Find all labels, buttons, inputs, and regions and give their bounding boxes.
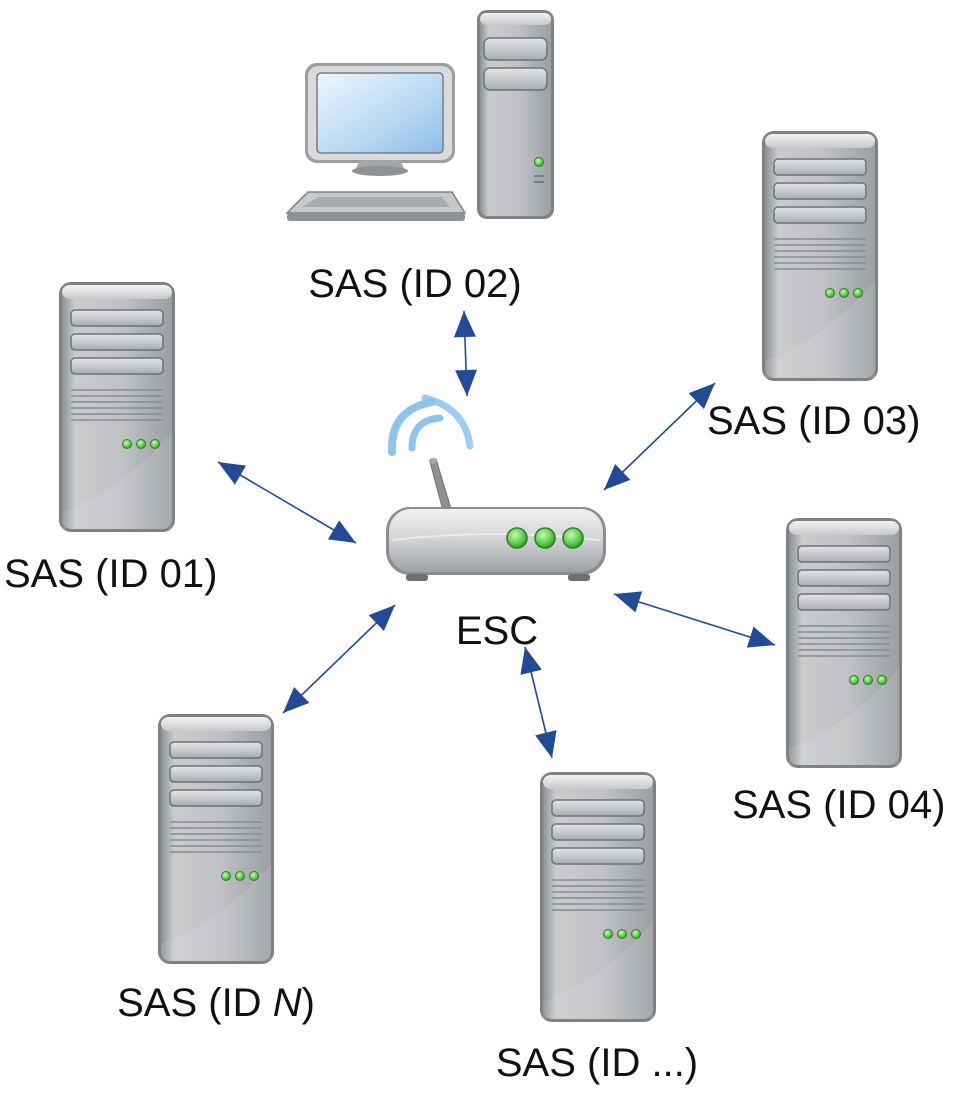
arrowhead bbox=[746, 626, 775, 648]
arrowhead bbox=[535, 730, 557, 758]
arrow-esc-sas-01 bbox=[217, 461, 357, 544]
sas-04-label: SAS (ID 04) bbox=[732, 783, 945, 827]
sas-dots-label: SAS (ID ...) bbox=[496, 1041, 698, 1085]
server-icon-sas-dots bbox=[539, 771, 657, 1023]
server-icon-sas-04 bbox=[785, 517, 903, 769]
desktop-computer-icon bbox=[285, 10, 554, 221]
sas-03-label: SAS (ID 03) bbox=[707, 399, 920, 443]
arrowhead bbox=[520, 647, 542, 675]
router-icon bbox=[386, 394, 606, 581]
server-icon-sas-n bbox=[157, 713, 275, 965]
sas-n-label: SAS (ID N) bbox=[117, 981, 315, 1025]
arrowhead bbox=[218, 462, 246, 485]
arrowhead bbox=[614, 591, 643, 613]
server-icon-sas-01 bbox=[58, 281, 176, 533]
server-icon-sas-03 bbox=[761, 130, 879, 382]
arrowhead bbox=[328, 520, 356, 543]
arrowhead bbox=[688, 383, 715, 409]
arrow-esc-sas-02 bbox=[453, 310, 478, 397]
arrow-esc-sas-04 bbox=[613, 591, 776, 648]
sas-02-label: SAS (ID 02) bbox=[308, 262, 521, 306]
sas-01-label: SAS (ID 01) bbox=[4, 552, 217, 596]
arrowhead bbox=[604, 464, 631, 490]
arrow-esc-sas-dots bbox=[520, 646, 557, 759]
wifi-signal-icon bbox=[387, 394, 474, 456]
connection-arrows bbox=[217, 310, 776, 759]
esc-label: ESC bbox=[456, 609, 538, 653]
arrow-esc-sas-03 bbox=[603, 382, 716, 491]
arrow-esc-sas-n bbox=[282, 604, 396, 714]
arrowhead bbox=[283, 687, 310, 713]
arrowhead bbox=[368, 605, 395, 631]
arrowhead bbox=[453, 311, 476, 338]
arrowhead bbox=[455, 369, 478, 396]
